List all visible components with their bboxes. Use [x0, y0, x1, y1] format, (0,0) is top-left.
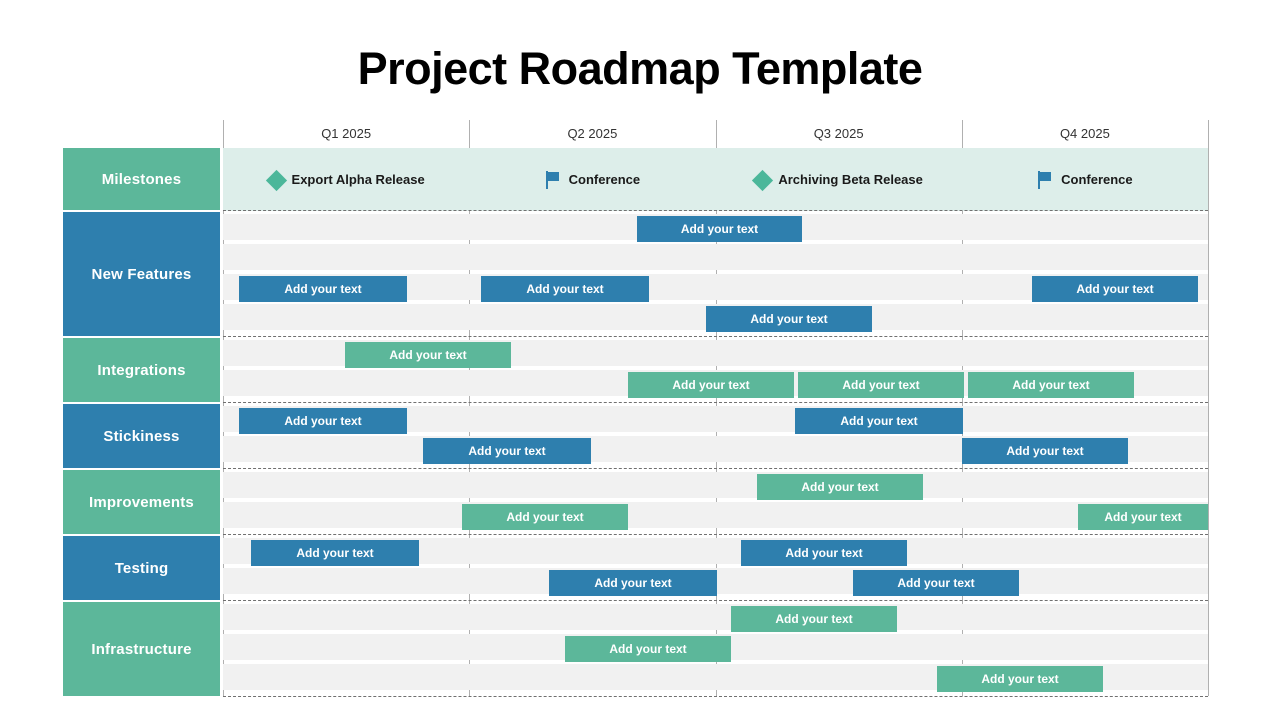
- gantt-bar[interactable]: Add your text: [1032, 276, 1198, 302]
- milestone-label: Conference: [1061, 171, 1133, 187]
- category-new-features[interactable]: New Features: [63, 212, 220, 336]
- gridline-4: [1208, 120, 1209, 696]
- category-integrations[interactable]: Integrations: [63, 338, 220, 402]
- quarter-header-4: Q4 2025: [1059, 126, 1110, 141]
- milestone-2[interactable]: Conference: [469, 165, 715, 193]
- gantt-bar[interactable]: Add your text: [962, 438, 1128, 464]
- diamond-icon: [265, 169, 287, 191]
- gantt-bar[interactable]: Add your text: [637, 216, 802, 242]
- gantt-bar[interactable]: Add your text: [565, 636, 731, 662]
- category-testing[interactable]: Testing: [63, 536, 220, 600]
- lane-stripe: [223, 472, 1208, 498]
- quarter-header-row: Q1 2025 Q2 2025 Q3 2025 Q4 2025: [223, 120, 1208, 148]
- lane-stripe: [223, 502, 1208, 528]
- category-label: Improvements: [89, 493, 194, 511]
- gantt-bar[interactable]: Add your text: [549, 570, 717, 596]
- category-stickiness[interactable]: Stickiness: [63, 404, 220, 468]
- quarter-header-1: Q1 2025: [321, 126, 372, 141]
- gantt-bar[interactable]: Add your text: [462, 504, 628, 530]
- quarter-header-3: Q3 2025: [813, 126, 864, 141]
- gantt-bar[interactable]: Add your text: [628, 372, 794, 398]
- milestone-4[interactable]: Conference: [962, 165, 1208, 193]
- gantt-bar[interactable]: Add your text: [239, 408, 407, 434]
- gantt-bar[interactable]: Add your text: [968, 372, 1134, 398]
- category-label: Infrastructure: [91, 640, 192, 658]
- gantt-bar[interactable]: Add your text: [423, 438, 591, 464]
- milestone-1[interactable]: Export Alpha Release: [223, 165, 469, 193]
- gantt-bar[interactable]: Add your text: [757, 474, 923, 500]
- gantt-bar[interactable]: Add your text: [741, 540, 907, 566]
- gantt-bar[interactable]: Add your text: [481, 276, 649, 302]
- milestone-label: Conference: [568, 171, 641, 187]
- milestone-3[interactable]: Archiving Beta Release: [716, 165, 962, 193]
- category-label: Testing: [114, 559, 169, 577]
- gantt-bar[interactable]: Add your text: [795, 408, 963, 434]
- diamond-icon: [752, 169, 774, 191]
- lane-stripe: [223, 604, 1208, 630]
- category-label: Stickiness: [103, 427, 180, 445]
- quarter-header-2: Q2 2025: [567, 126, 618, 141]
- flag-icon: [545, 170, 563, 189]
- category-infrastructure[interactable]: Infrastructure: [63, 602, 220, 696]
- category-label: Integrations: [97, 361, 186, 379]
- gantt-bar[interactable]: Add your text: [706, 306, 872, 332]
- category-improvements[interactable]: Improvements: [63, 470, 220, 534]
- gantt-bar[interactable]: Add your text: [937, 666, 1103, 692]
- gantt-bar[interactable]: Add your text: [1078, 504, 1208, 530]
- gantt-bar[interactable]: Add your text: [239, 276, 407, 302]
- category-label: New Features: [91, 265, 192, 283]
- lane-stripe: [223, 244, 1208, 270]
- page-title: Project Roadmap Template: [357, 43, 923, 94]
- milestone-label: Archiving Beta Release: [778, 171, 923, 187]
- category-label: Milestones: [101, 170, 182, 188]
- gantt-bar[interactable]: Add your text: [731, 606, 897, 632]
- flag-icon: [1037, 170, 1055, 189]
- category-milestones[interactable]: Milestones: [63, 148, 220, 210]
- lane-group-milestones: Export Alpha Release Conference Archiving …: [223, 148, 1208, 211]
- gantt-bar[interactable]: Add your text: [853, 570, 1019, 596]
- gantt-bar[interactable]: Add your text: [251, 540, 419, 566]
- gantt-bar[interactable]: Add your text: [345, 342, 511, 368]
- milestone-label: Export Alpha Release: [291, 171, 425, 187]
- gantt-bar[interactable]: Add your text: [798, 372, 964, 398]
